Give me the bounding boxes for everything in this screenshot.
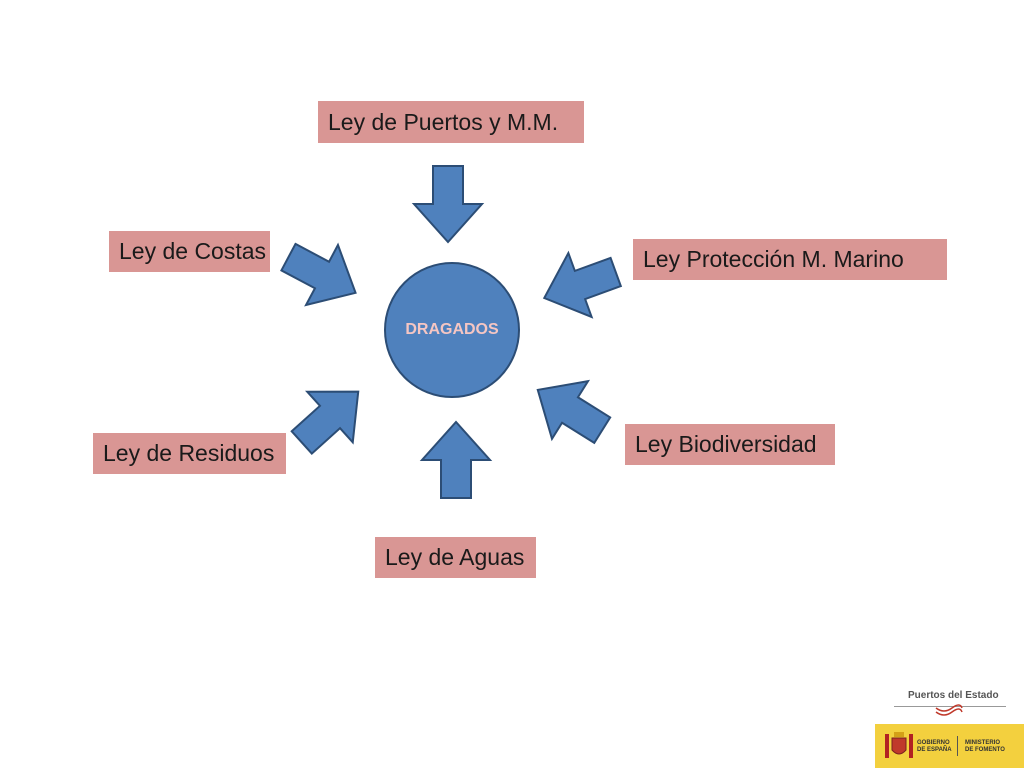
law-box-puertos: Ley de Puertos y M.M. — [318, 101, 584, 143]
puertos-del-estado-logo: Puertos del Estado — [890, 688, 1010, 718]
gobierno-text: GOBIERNO DE ESPAÑA — [917, 740, 952, 754]
center-label: DRAGADOS — [405, 321, 499, 338]
logo-divider — [894, 706, 1006, 707]
law-box-biodiversidad: Ley Biodiversidad — [625, 424, 835, 465]
ministerio-line-2: DE FOMENTO — [965, 747, 1005, 753]
law-box-aguas: Ley de Aguas — [375, 537, 536, 578]
law-box-costas: Ley de Costas — [109, 231, 270, 272]
law-box-proteccion-marino: Ley Protección M. Marino — [633, 239, 947, 280]
ministerio-line-1: MINISTERIO — [965, 740, 1001, 746]
arrow-from-proteccion — [542, 250, 623, 319]
wave-icon — [935, 704, 963, 716]
gobierno-line-1: GOBIERNO — [917, 740, 950, 746]
coat-of-arms-icon — [885, 732, 913, 758]
puertos-del-estado-text: Puertos del Estado — [908, 690, 999, 701]
arrow-from-aguas — [419, 420, 493, 499]
gobierno-line-2: DE ESPAÑA — [917, 747, 952, 753]
center-circle-dragados: DRAGADOS — [384, 262, 520, 398]
ministerio-text: MINISTERIO DE FOMENTO — [965, 740, 1005, 754]
arrow-from-costas — [280, 242, 357, 307]
logo-separator — [957, 736, 958, 756]
arrow-from-residuos — [290, 390, 360, 455]
gobierno-ministerio-logo: GOBIERNO DE ESPAÑA MINISTERIO DE FOMENTO — [875, 724, 1024, 768]
arrow-from-biodiversidad — [536, 379, 612, 445]
law-box-residuos: Ley de Residuos — [93, 433, 286, 474]
arrow-from-puertos — [411, 165, 485, 244]
